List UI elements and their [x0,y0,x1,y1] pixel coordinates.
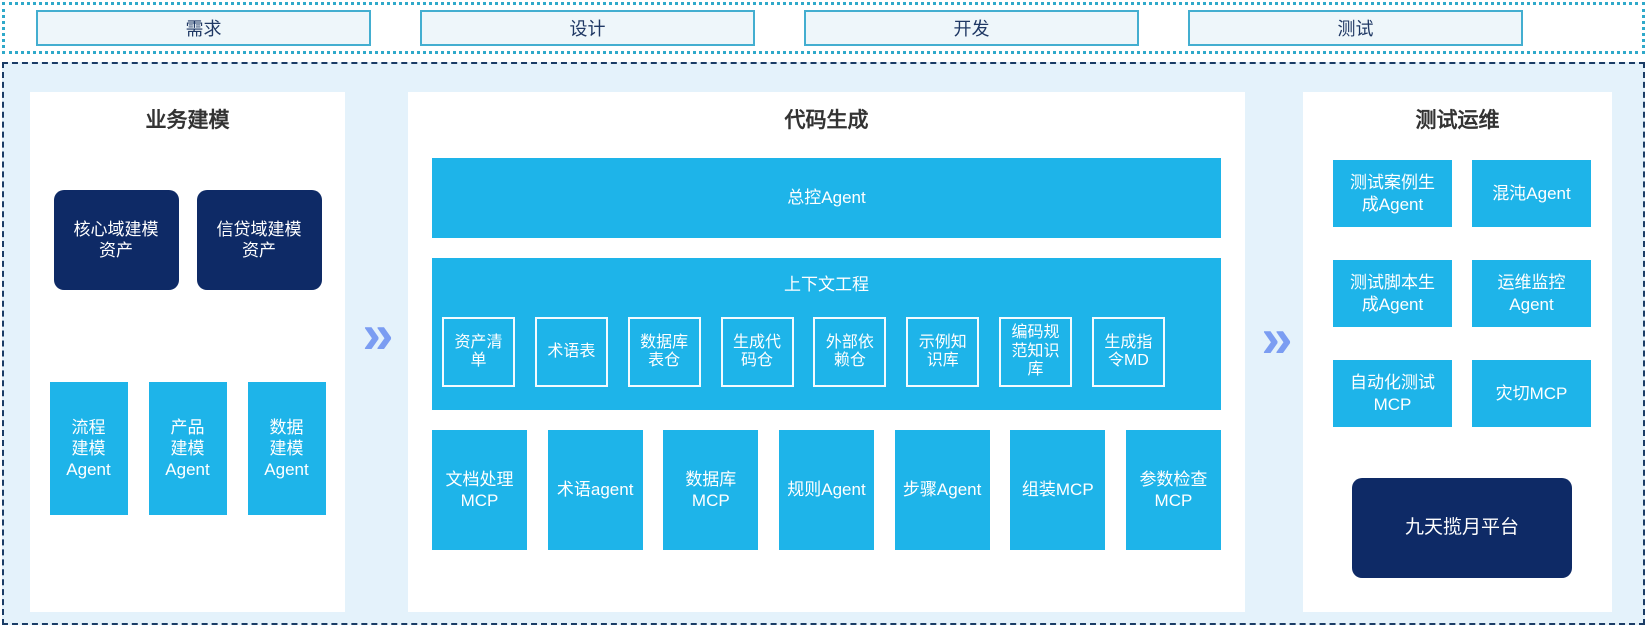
rule-agent-box: 规则Agent [778,430,874,550]
chevron-right-icon: » [1261,306,1292,369]
glossary-box: 术语表 [534,317,608,387]
context-item-row: 资产清 单 术语表 数据库 表仓 生成代 码仓 外部依 赖仓 示例知 识库 编码… [442,306,1165,398]
database-mcp-box: 数据库 MCP [663,430,759,550]
product-modeling-agent-box: 产品 建模 Agent [148,382,227,515]
context-engineering-title: 上下文工程 [784,275,869,294]
test-script-generation-agent-box: 测试脚本生 成Agent [1333,260,1452,327]
document-processing-mcp-box: 文档处理 MCP [432,430,527,550]
workflow-diagram: 业务建模 核心域建模 资产 信贷域建模 资产 流程 建模 Agent 产品 建模… [2,62,1645,625]
automated-testing-mcp-box: 自动化测试 MCP [1333,360,1452,427]
ops-monitoring-agent-box: 运维监控 Agent [1472,260,1591,327]
database-table-repo-box: 数据库 表仓 [627,317,701,387]
codegen-tool-row: 文档处理 MCP 术语agent 数据库 MCP 规则Agent 步骤Agent… [432,430,1221,550]
chaos-agent-box: 混沌Agent [1472,160,1591,227]
asset-list-box: 资产清 单 [442,317,515,387]
test-case-generation-agent-box: 测试案例生 成Agent [1333,160,1452,227]
process-modeling-agent-box: 流程 建模 Agent [49,382,128,515]
terminology-agent-box: 术语agent [547,430,643,550]
testops-agent-grid: 测试案例生 成Agent 混沌Agent 测试脚本生 成Agent 运维监控 A… [1333,160,1591,427]
phase-box-testing: 测试 [1188,10,1523,46]
phase-box-design: 设计 [420,10,755,46]
modeling-agent-row: 流程 建模 Agent 产品 建模 Agent 数据 建模 Agent [30,382,345,515]
modeling-asset-row: 核心域建模 资产 信贷域建模 资产 [30,190,345,290]
disaster-switch-mcp-box: 灾切MCP [1472,360,1591,427]
external-dependency-repo-box: 外部依 赖仓 [813,317,887,387]
master-control-agent-bar: 总控Agent [432,158,1221,238]
chevron-right-icon: » [362,302,393,365]
credit-domain-asset-box: 信贷域建模 资产 [196,190,322,290]
context-engineering-box: 上下文工程 资产清 单 术语表 数据库 表仓 生成代 码仓 外部依 赖仓 示例知… [432,258,1221,410]
parameter-check-mcp-box: 参数检查 MCP [1125,430,1221,550]
generation-instruction-md-box: 生成指 令MD [1091,317,1165,387]
panel-title-code-generation: 代码生成 [784,109,869,132]
step-agent-box: 步骤Agent [894,430,990,550]
panel-title-business-modeling: 业务建模 [145,109,230,132]
example-knowledge-base-box: 示例知 识库 [906,317,980,387]
phase-box-development: 开发 [804,10,1139,46]
panel-business-modeling: 业务建模 核心域建模 资产 信贷域建模 资产 流程 建模 Agent 产品 建模… [30,92,345,612]
phase-band: 需求 设计 开发 测试 [2,2,1645,54]
assembly-mcp-box: 组装MCP [1010,430,1106,550]
data-modeling-agent-box: 数据 建模 Agent [247,382,326,515]
phase-label: 需求 [185,19,222,39]
panel-code-generation: 代码生成 总控Agent 上下文工程 资产清 单 术语表 数据库 表仓 生成代 … [408,92,1245,612]
phase-box-requirements: 需求 [36,10,371,46]
phase-label: 测试 [1337,19,1374,39]
phase-label: 设计 [569,19,606,39]
core-domain-asset-box: 核心域建模 资产 [53,190,179,290]
panel-test-operations: 测试运维 测试案例生 成Agent 混沌Agent 测试脚本生 成Agent 运… [1303,92,1612,612]
panel-title-test-operations: 测试运维 [1415,109,1500,132]
phase-label: 开发 [953,19,990,39]
jiutian-lanyue-platform-box: 九天揽月平台 [1352,478,1572,578]
coding-standard-knowledge-base-box: 编码规 范知识 库 [999,317,1073,387]
generated-code-repo-box: 生成代 码仓 [720,317,794,387]
